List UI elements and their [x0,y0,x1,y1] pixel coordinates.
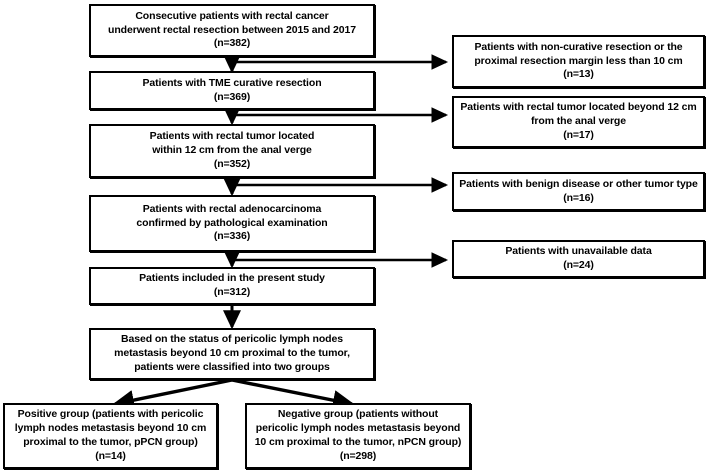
exclusion-node-text: Patients with non-curative resection or … [474,40,683,81]
flow-node-text: Patients with rectal adenocarcinoma conf… [136,202,328,243]
flow-node-classification-basis: Based on the status of pericolic lymph n… [89,328,375,380]
exclusion-node-benign-disease: Patients with benign disease or other tu… [452,172,705,211]
flow-node-text: Patients with TME curative resection (n=… [142,76,322,103]
exclusion-node-text: Patients with unavailable data (n=24) [505,245,652,271]
flow-node-consecutive-patients: Consecutive patients with rectal cancer … [89,4,375,57]
flow-node-text: Based on the status of pericolic lymph n… [114,333,350,373]
exclusion-node-tumor-beyond-12cm: Patients with rectal tumor located beyon… [452,96,705,148]
group-node-negative-npcn: Negative group (patients without pericol… [245,403,471,469]
exclusion-node-text: Patients with benign disease or other tu… [459,177,698,204]
flow-node-tme-curative-resection: Patients with TME curative resection (n=… [89,71,375,110]
connector-n6-g1 [112,378,233,411]
exclusion-node-unavailable-data: Patients with unavailable data (n=24) [452,240,705,278]
flow-node-text: Patients included in the present study (… [139,272,325,298]
flow-node-included-in-study: Patients included in the present study (… [89,267,375,305]
exclusion-node-text: Patients with rectal tumor located beyon… [460,101,697,141]
flow-node-tumor-within-12cm: Patients with rectal tumor located withi… [89,124,375,178]
flow-node-text: Patients with rectal tumor located withi… [149,130,315,170]
connector-n6-g2 [231,378,355,411]
flow-node-text: Consecutive patients with rectal cancer … [108,9,356,50]
exclusion-node-non-curative-resection: Patients with non-curative resection or … [452,35,705,88]
group-node-text: Positive group (patients with pericolic … [14,408,207,462]
group-node-positive-ppcn: Positive group (patients with pericolic … [3,403,218,469]
group-node-text: Negative group (patients without pericol… [254,408,462,462]
flow-node-rectal-adenocarcinoma: Patients with rectal adenocarcinoma conf… [89,195,375,252]
